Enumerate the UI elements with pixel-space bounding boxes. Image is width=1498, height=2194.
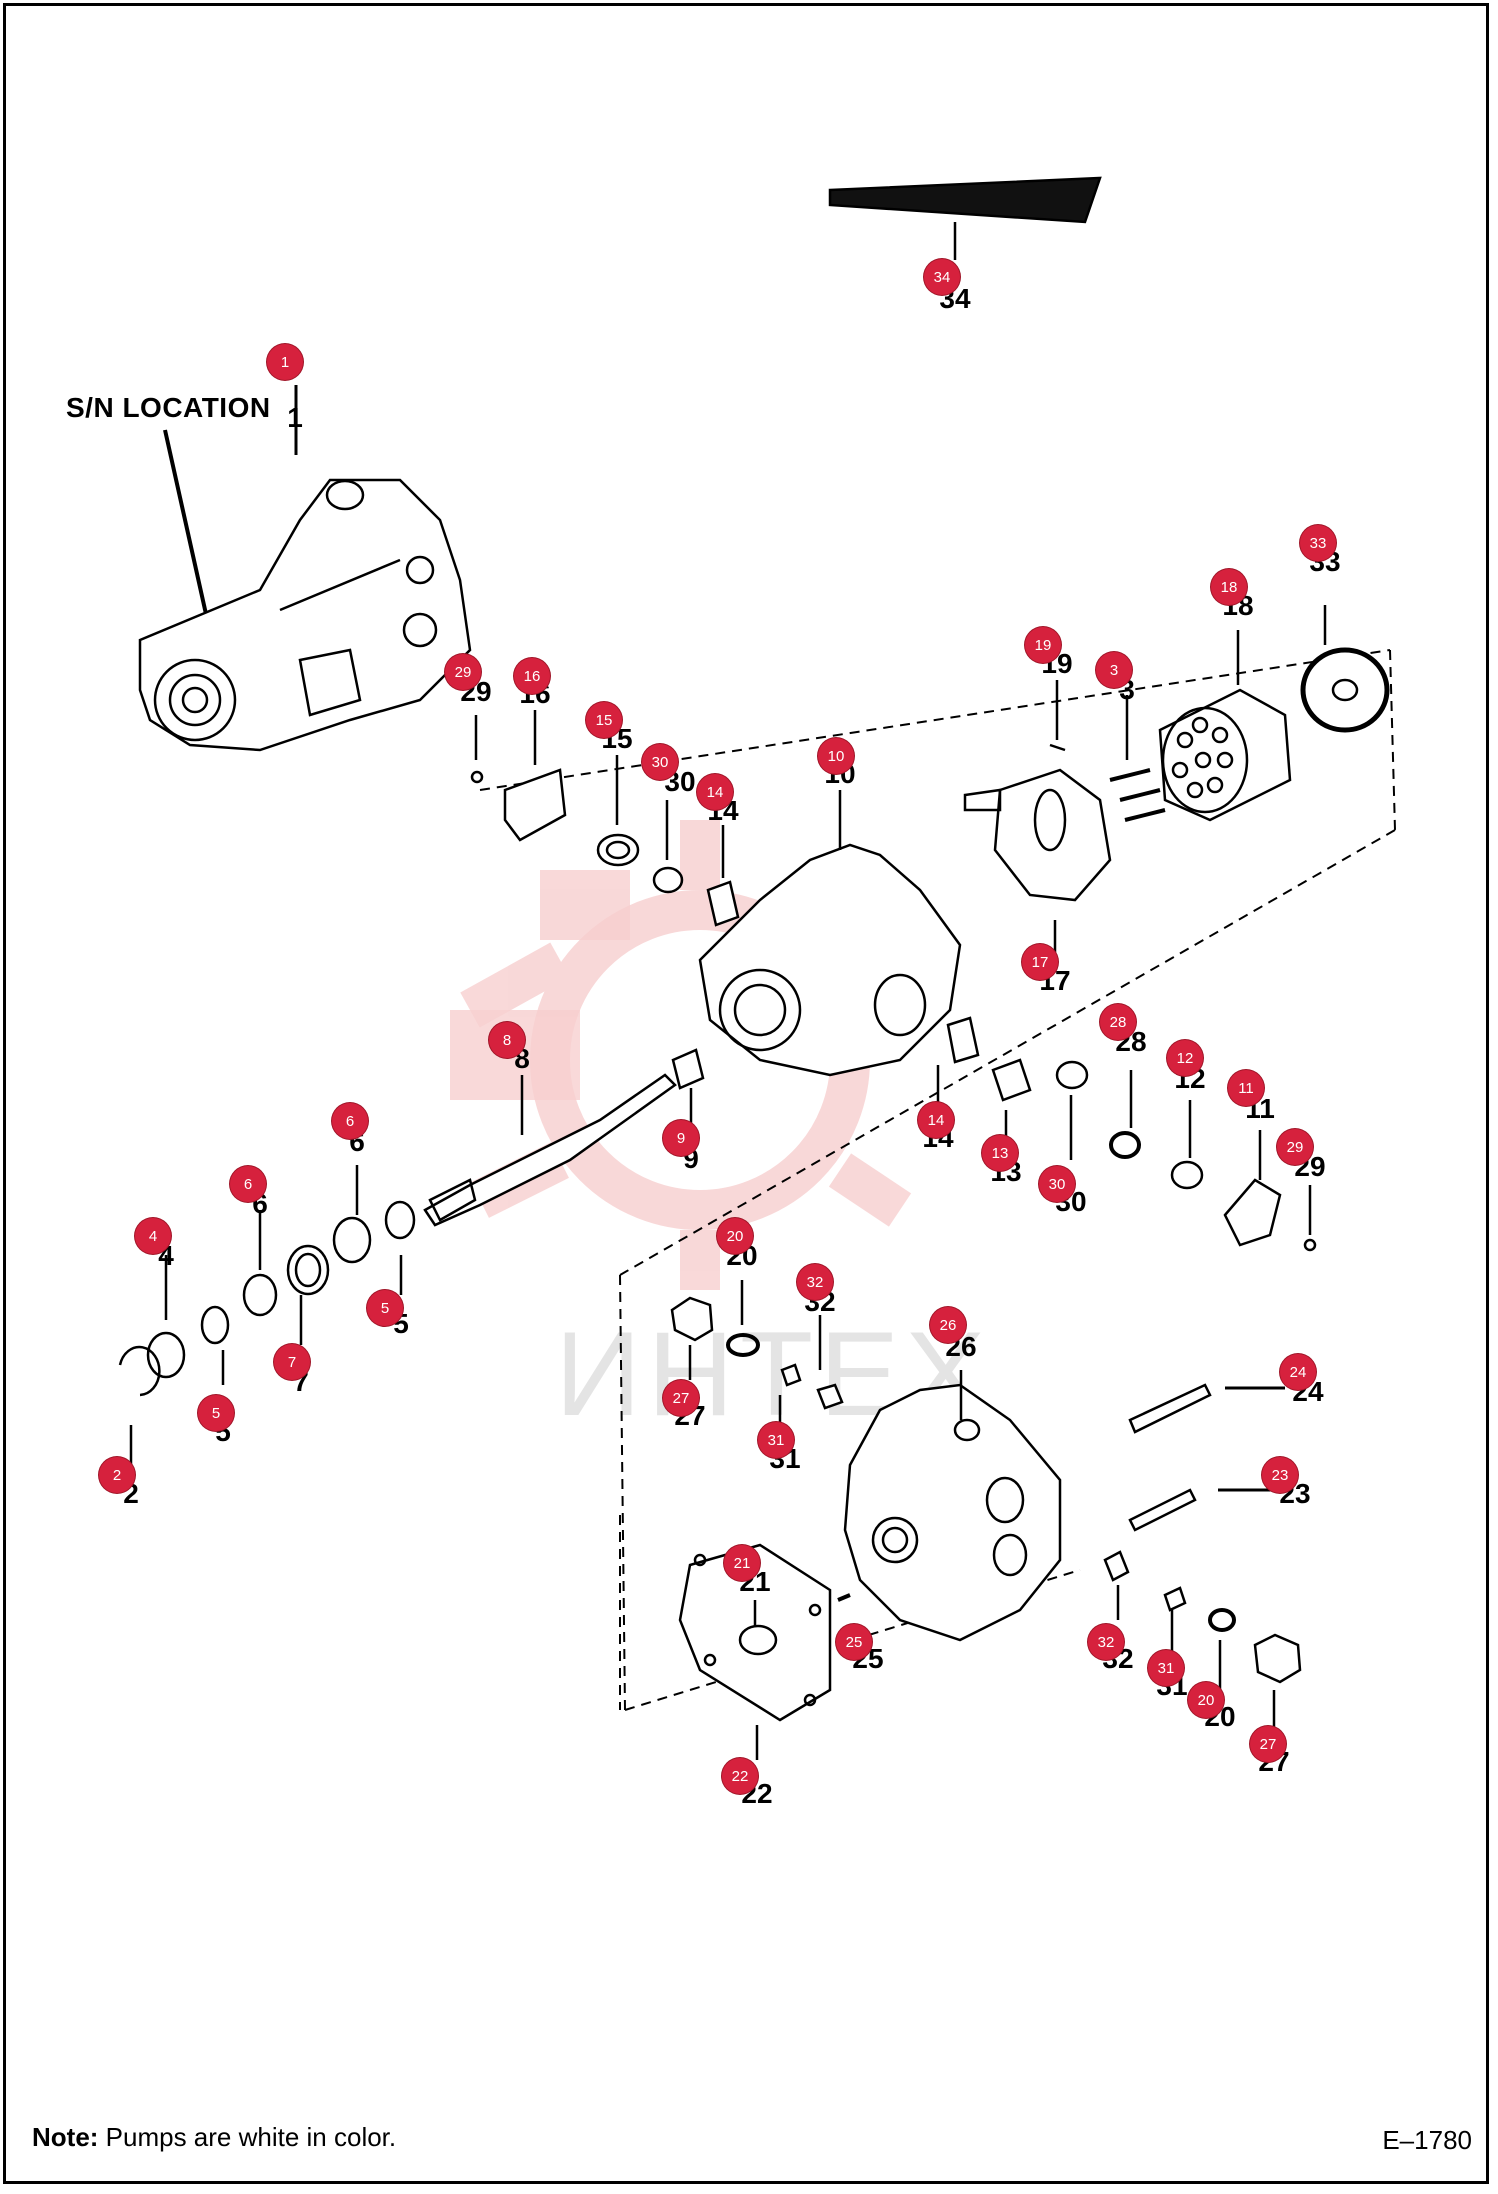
- callout-badge-p4[interactable]: 4: [135, 1218, 171, 1254]
- callout-badge-p27a[interactable]: 27: [663, 1380, 699, 1416]
- part-8-shaft: [423, 1073, 677, 1227]
- callout-badge-p29b[interactable]: 29: [1277, 1129, 1313, 1165]
- callout-badge-p1[interactable]: 1: [267, 344, 303, 380]
- note-text: Note: Pumps are white in color.: [32, 2122, 396, 2153]
- callout-badge-p20a[interactable]: 20: [717, 1218, 753, 1254]
- callout-badge-p30b[interactable]: 30: [1039, 1166, 1075, 1202]
- callout-badge-p11[interactable]: 11: [1228, 1070, 1264, 1106]
- callout-badge-p6a[interactable]: 6: [230, 1166, 266, 1202]
- callout-badge-p34[interactable]: 34: [924, 259, 960, 295]
- part-34-sheet: [828, 176, 1102, 224]
- diagram-frame: [3, 3, 1489, 2184]
- part-10-housing: [698, 790, 962, 1077]
- serial-number-location-label: S/N LOCATION: [66, 392, 271, 423]
- callout-badge-p14a[interactable]: 14: [697, 774, 733, 810]
- callout-badge-p20b[interactable]: 20: [1188, 1682, 1224, 1718]
- callout-badge-p7[interactable]: 7: [274, 1344, 310, 1380]
- callout-badge-p27b[interactable]: 27: [1250, 1726, 1286, 1762]
- callout-badge-p18[interactable]: 18: [1211, 569, 1247, 605]
- callout-badge-p19[interactable]: 19: [1025, 627, 1061, 663]
- callout-badge-p13[interactable]: 13: [982, 1135, 1018, 1171]
- callout-badge-p5a[interactable]: 5: [198, 1395, 234, 1431]
- callout-badge-p31a[interactable]: 31: [758, 1422, 794, 1458]
- callout-badge-p24[interactable]: 24: [1280, 1354, 1316, 1390]
- callout-badge-p6b[interactable]: 6: [332, 1103, 368, 1139]
- part-number-p1: 1: [287, 402, 303, 433]
- callout-badge-p14b[interactable]: 14: [918, 1102, 954, 1138]
- callout-badge-p30a[interactable]: 30: [642, 744, 678, 780]
- part-17-swashplate: [963, 768, 1112, 902]
- callout-badge-p33[interactable]: 33: [1300, 525, 1336, 561]
- callout-badge-p26[interactable]: 26: [930, 1307, 966, 1343]
- callout-badge-p3[interactable]: 3: [1096, 652, 1132, 688]
- callout-badge-p15[interactable]: 15: [586, 702, 622, 738]
- part-1-pump-assembly: [138, 478, 472, 752]
- callout-badge-p10[interactable]: 10: [818, 738, 854, 774]
- callout-badge-p28[interactable]: 28: [1100, 1004, 1136, 1040]
- callout-badge-p12[interactable]: 12: [1167, 1040, 1203, 1076]
- part-16-plate: [503, 768, 567, 842]
- note-body: Pumps are white in color.: [98, 2122, 397, 2152]
- callout-badge-p29a[interactable]: 29: [445, 654, 481, 690]
- callout-badge-p31b[interactable]: 31: [1148, 1650, 1184, 1686]
- callout-badge-p2[interactable]: 2: [99, 1457, 135, 1493]
- callout-badge-p22[interactable]: 22: [722, 1758, 758, 1794]
- callout-badge-p23[interactable]: 23: [1262, 1457, 1298, 1493]
- part-18-cylinder: [1158, 688, 1292, 822]
- part-26-end-cap: [843, 1383, 1062, 1642]
- part-22-cover-plate: [678, 1543, 832, 1722]
- figure-code: E–1780: [1382, 2125, 1472, 2155]
- callout-badge-p5b[interactable]: 5: [367, 1290, 403, 1326]
- callout-badge-p8[interactable]: 8: [489, 1022, 525, 1058]
- callout-badge-p9[interactable]: 9: [663, 1120, 699, 1156]
- callout-badge-p32b[interactable]: 32: [1088, 1624, 1124, 1660]
- note-prefix: Note:: [32, 2122, 99, 2152]
- callout-badge-p25[interactable]: 25: [836, 1624, 872, 1660]
- callout-badge-p32a[interactable]: 32: [797, 1264, 833, 1300]
- callout-badge-p16[interactable]: 16: [514, 658, 550, 694]
- callout-badge-p21[interactable]: 21: [724, 1545, 760, 1581]
- callout-badge-p17[interactable]: 17: [1022, 944, 1058, 980]
- part-33-plate: [1300, 647, 1390, 733]
